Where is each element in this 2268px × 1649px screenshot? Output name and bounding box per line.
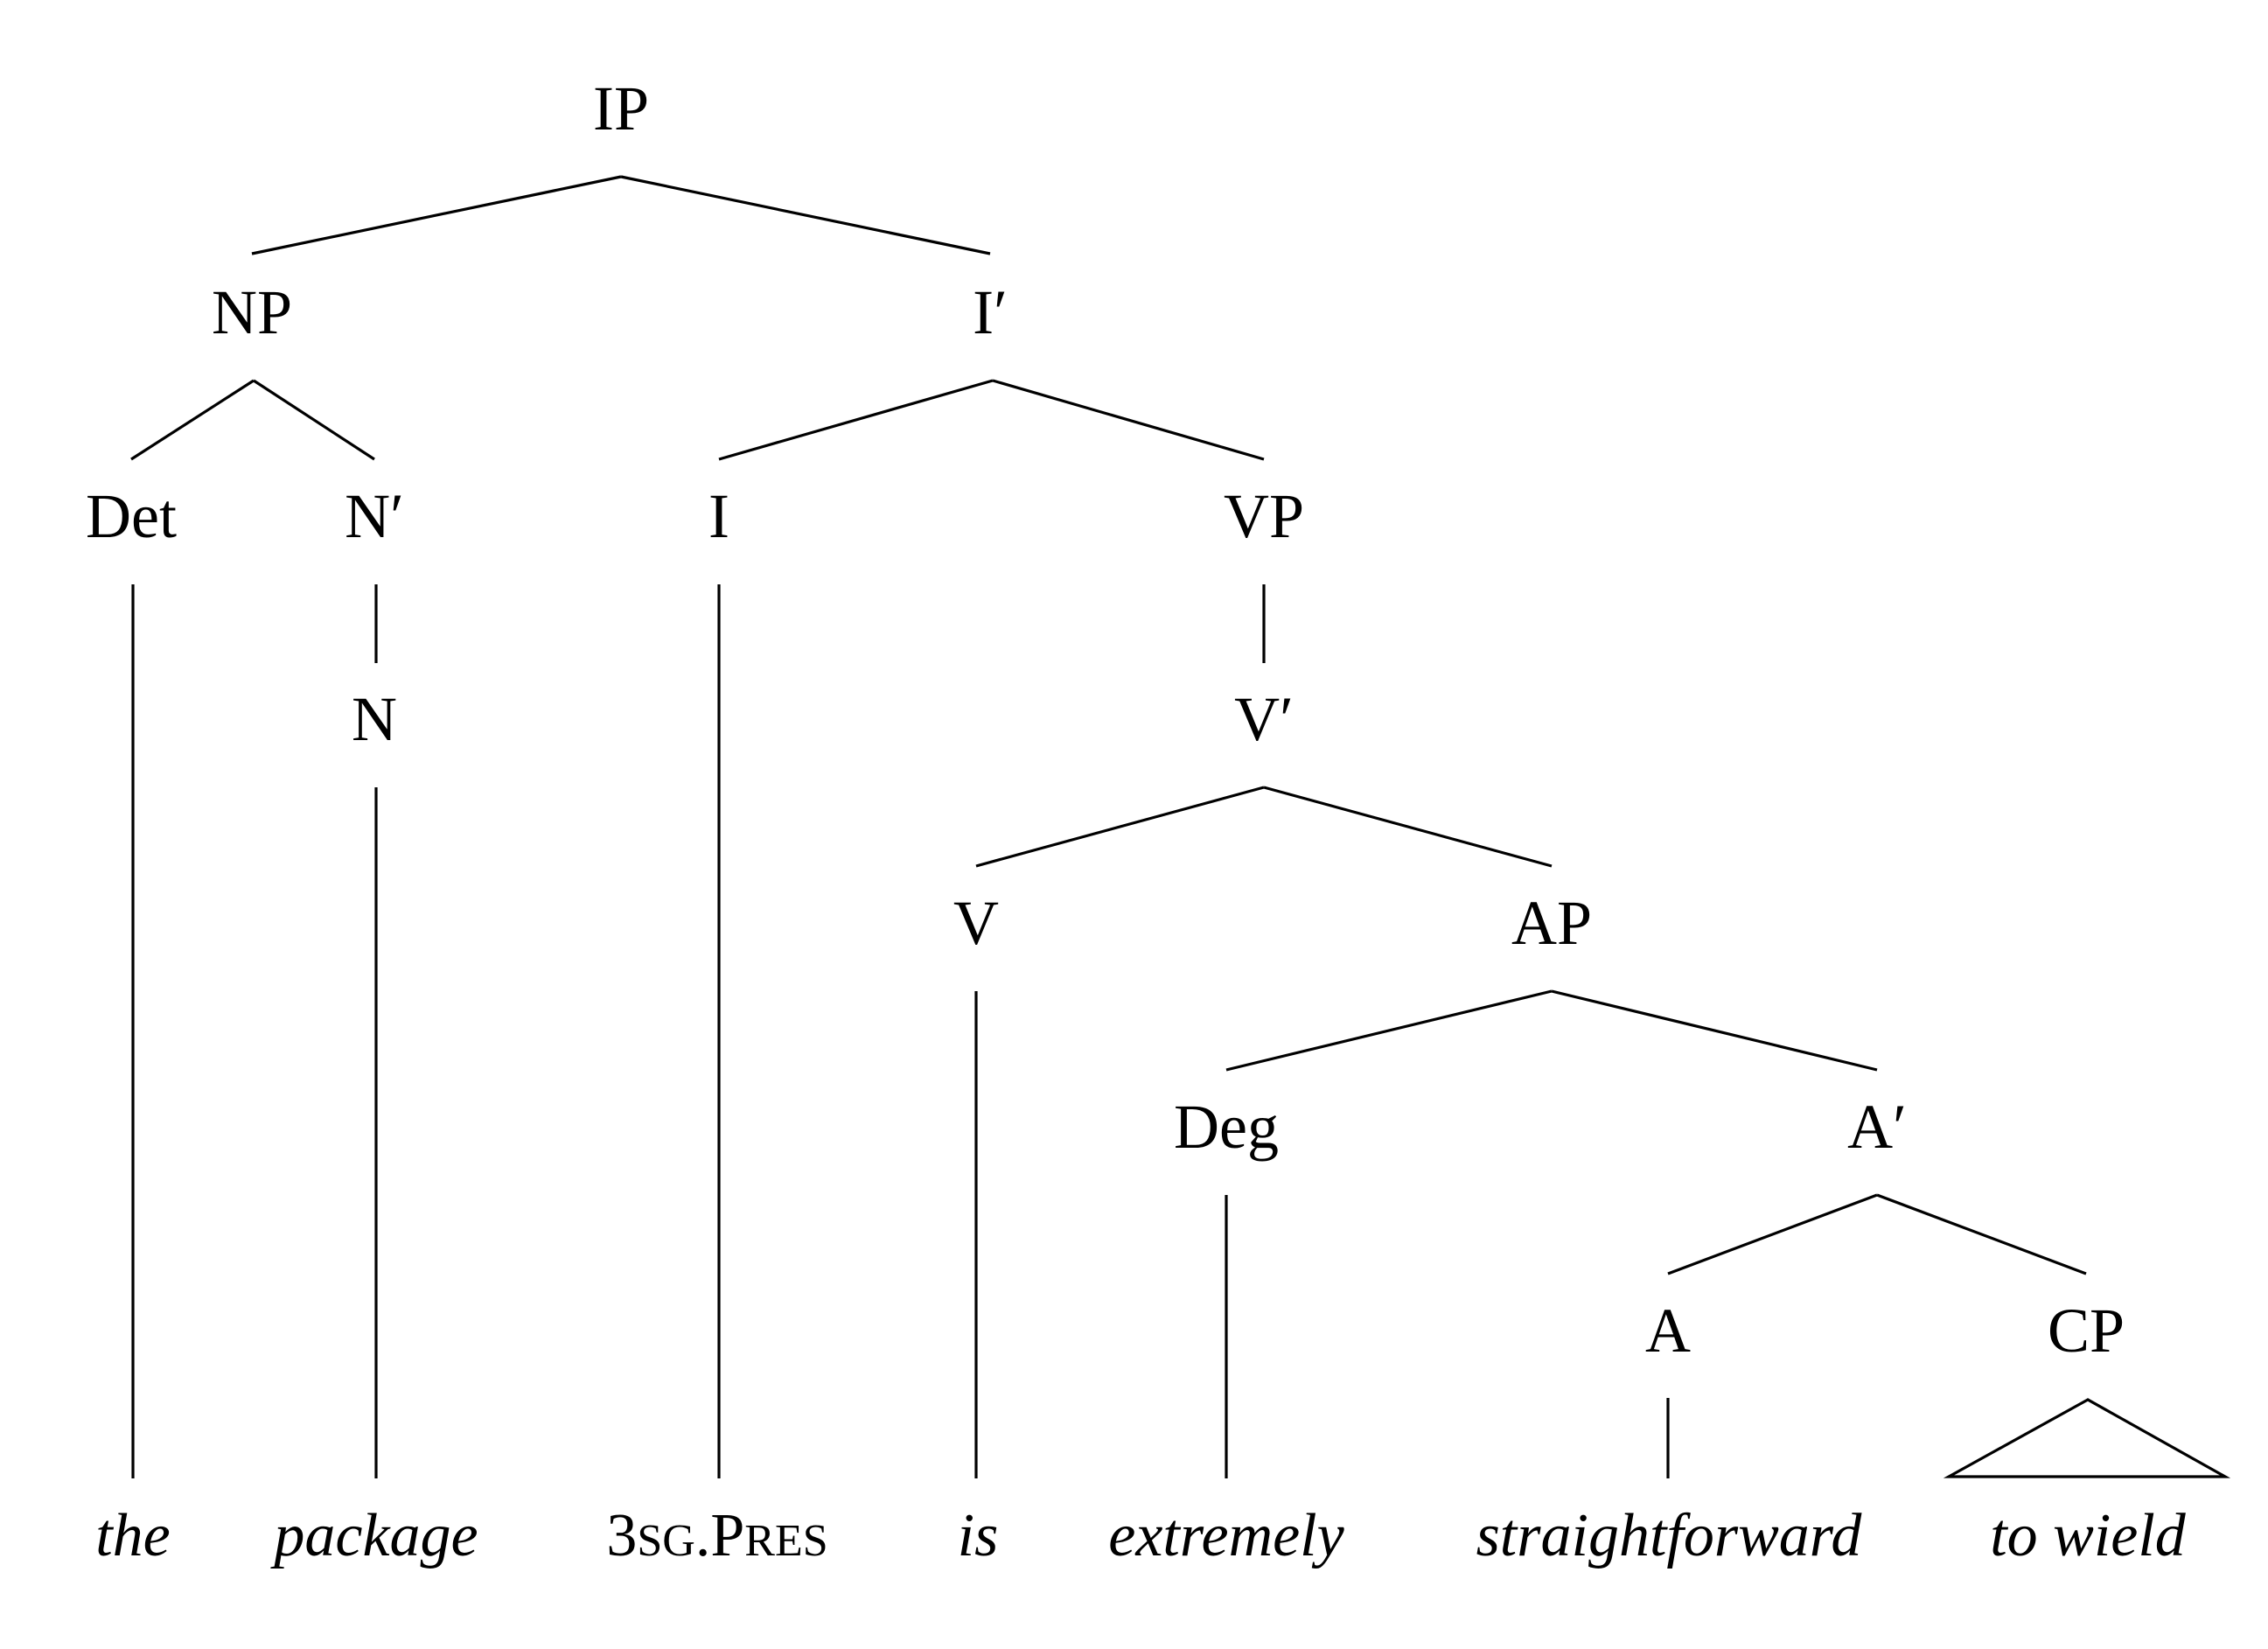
edge-ip-ibar	[620, 175, 991, 255]
node-deg: Deg	[1174, 1092, 1279, 1162]
node-i: I	[708, 481, 729, 551]
gloss-number: SG	[637, 1516, 694, 1566]
edge-ap-deg	[1225, 989, 1553, 1072]
edge-ap-abar	[1551, 989, 1878, 1072]
node-ap: AP	[1511, 888, 1592, 958]
node-det: Det	[86, 481, 177, 551]
leaf-extremely: extremely	[1108, 1502, 1344, 1569]
node-n: N	[352, 684, 397, 754]
node-cp: CP	[2048, 1296, 2125, 1366]
node-ibar: I′	[973, 277, 1008, 347]
node-vp: VP	[1224, 481, 1304, 551]
leaf-the: the	[95, 1502, 171, 1569]
gloss-tense-rest: RES	[744, 1516, 827, 1566]
leaf-is: is	[958, 1502, 999, 1569]
gloss-tense-initial: P	[710, 1502, 744, 1569]
gloss-person: 3	[606, 1502, 637, 1569]
edge-abar-cp	[1876, 1193, 2087, 1275]
node-v: V	[953, 888, 999, 958]
node-vbar: V′	[1234, 684, 1294, 754]
tree-leaves: the package 3SG.PRES is extremely straig…	[95, 1502, 2187, 1569]
node-abar: A′	[1847, 1092, 1907, 1162]
node-nbar: N′	[345, 481, 404, 551]
leaf-package: package	[269, 1502, 478, 1569]
tree-nodes: IP NP I′ Det N′ I VP N V′ V AP Deg A′ A …	[86, 73, 2125, 1366]
edge-ibar-i	[718, 379, 994, 461]
leaf-gloss: 3SG.PRES	[606, 1502, 827, 1569]
edge-np-nbar	[253, 379, 375, 461]
edge-vbar-ap	[1263, 786, 1553, 868]
leaf-to-wield: to wield	[1990, 1502, 2187, 1569]
node-a: A	[1645, 1296, 1691, 1366]
edge-ip-np	[251, 175, 622, 255]
gloss-dot: .	[695, 1502, 711, 1569]
node-ip: IP	[593, 73, 649, 143]
edge-abar-a	[1667, 1193, 1878, 1275]
tree-edges	[130, 175, 2231, 1478]
leaf-straightforward: straightforward	[1476, 1502, 1863, 1569]
edge-vbar-v	[975, 786, 1265, 868]
edge-ibar-vp	[992, 379, 1265, 461]
node-np: NP	[212, 277, 292, 347]
edge-np-det	[130, 379, 255, 461]
cp-triangle	[1943, 1398, 2231, 1478]
